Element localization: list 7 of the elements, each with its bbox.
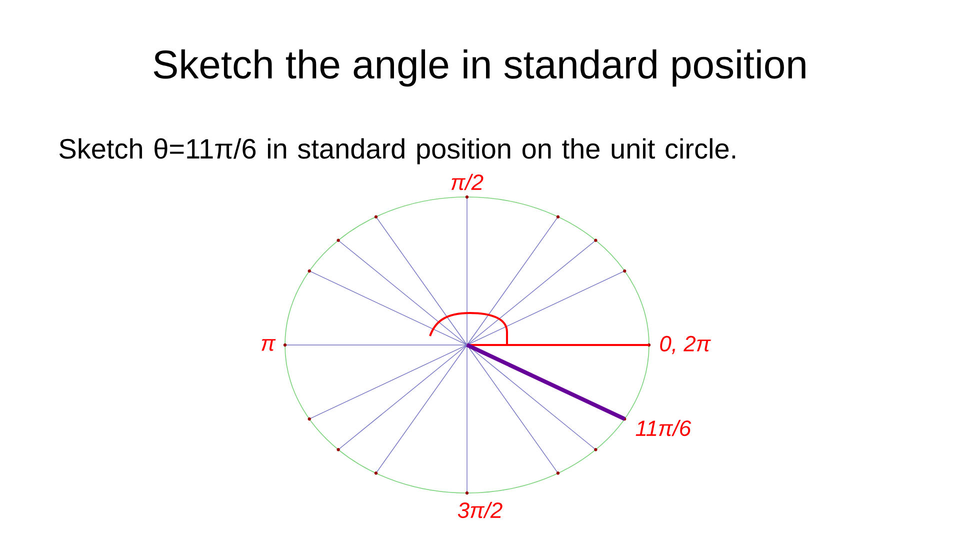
- angle-label: π/2: [451, 174, 484, 190]
- angle-label: π: [262, 339, 276, 351]
- problem-text: Sketch θ=11π/6 in standard position on the unit circle.: [59, 138, 736, 164]
- angle-label: 0, 2π: [660, 336, 711, 354]
- title: Sketch the angle in standard position: [154, 49, 806, 87]
- angle-label: 11π/6: [636, 420, 692, 436]
- angle-label: 3π/2: [458, 502, 502, 518]
